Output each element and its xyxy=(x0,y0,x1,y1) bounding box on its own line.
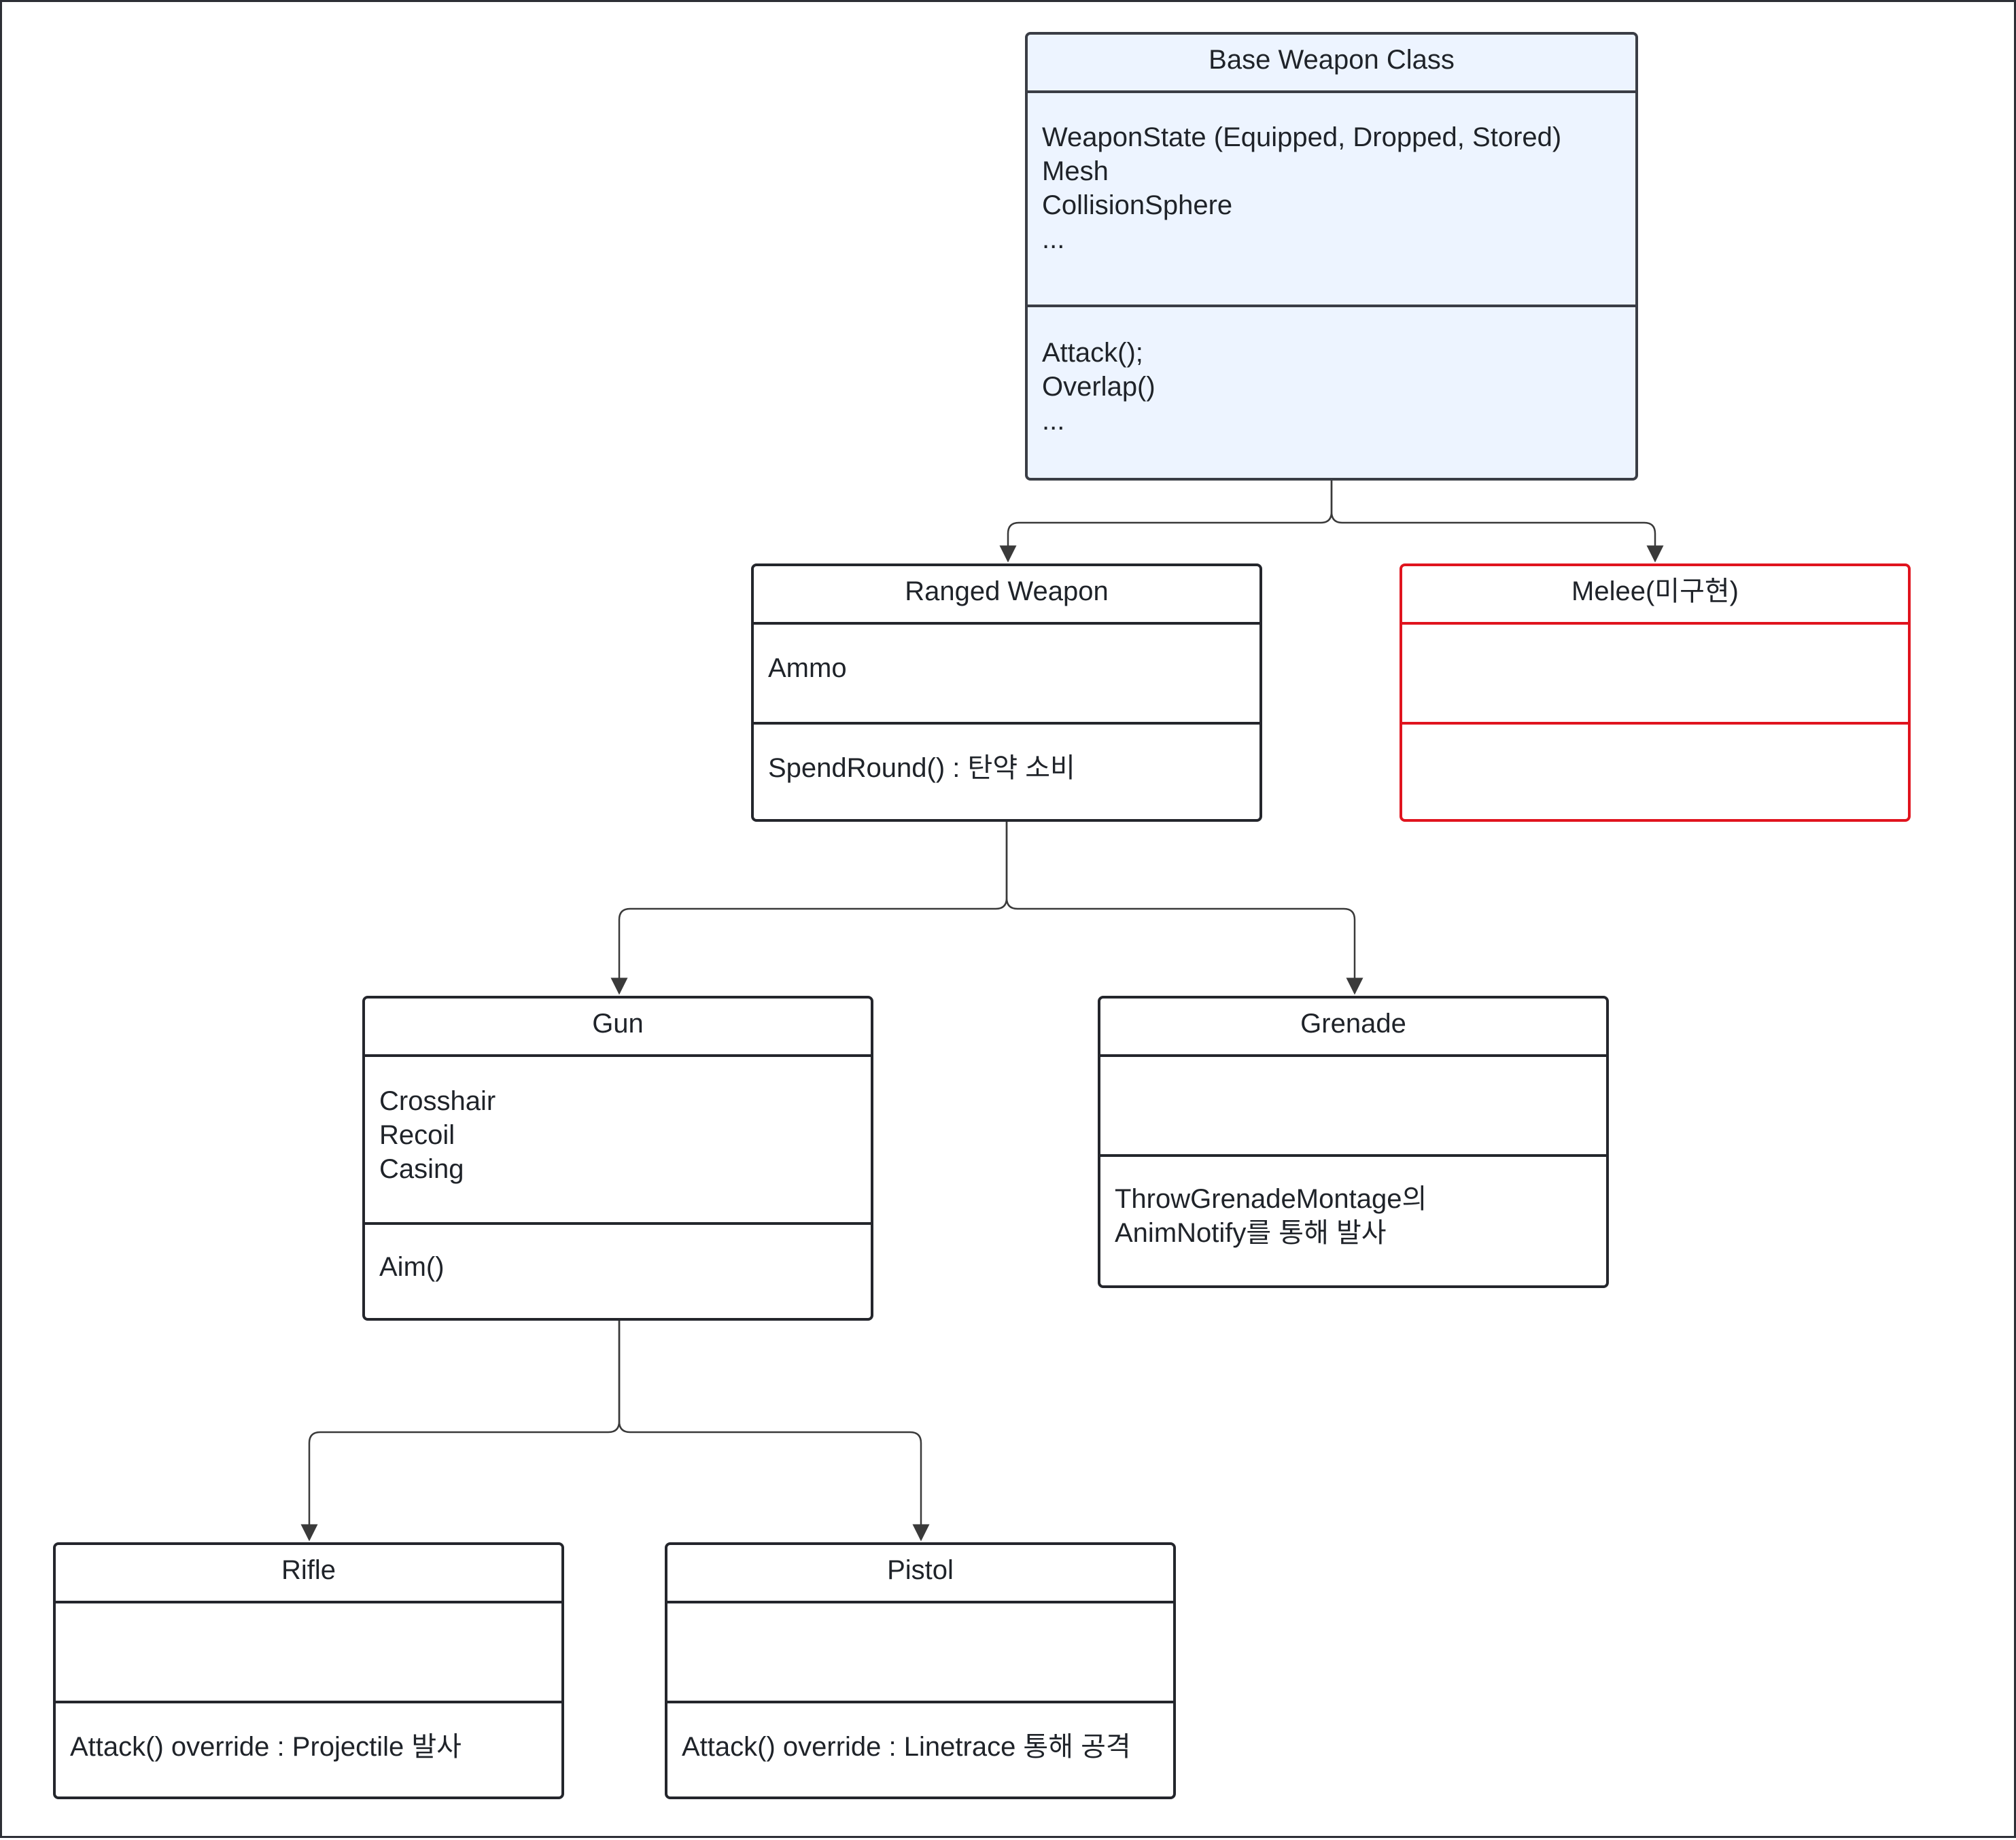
method: SpendRound() : 탄약 소비 xyxy=(768,753,1075,783)
class-name: Gun xyxy=(592,1009,644,1039)
attribute: CollisionSphere xyxy=(1042,190,1233,220)
connector-base-to-melee xyxy=(1330,479,1664,563)
attributes-section xyxy=(667,1601,1173,1701)
attributes-section xyxy=(56,1601,561,1701)
method: ... xyxy=(1042,406,1065,436)
methods-section xyxy=(1402,722,1908,819)
connector-ranged-to-gun xyxy=(610,822,1008,995)
methods-section: ThrowGrenadeMontage의 AnimNotify를 통해 발사 xyxy=(1100,1154,1606,1285)
method: Attack() override : Projectile 발사 xyxy=(70,1732,462,1762)
connector-ranged-to-grenade xyxy=(1005,822,1363,995)
method: AnimNotify를 통해 발사 xyxy=(1115,1218,1387,1248)
class-box-melee[interactable]: Melee(미구현) xyxy=(1400,563,1911,822)
class-box-gun[interactable]: Gun Crosshair Recoil Casing Aim() xyxy=(362,996,873,1321)
method: Overlap() xyxy=(1042,372,1155,402)
class-header: Base Weapon Class xyxy=(1028,35,1635,90)
attribute: Casing xyxy=(379,1154,464,1184)
method: Aim() xyxy=(379,1252,445,1282)
class-header: Grenade xyxy=(1100,999,1606,1054)
attribute: Crosshair xyxy=(379,1086,496,1116)
class-header: Melee(미구현) xyxy=(1402,566,1908,622)
method: Attack(); xyxy=(1042,338,1143,368)
class-name: Pistol xyxy=(887,1555,954,1585)
attributes-section: Crosshair Recoil Casing xyxy=(365,1054,871,1222)
connector-gun-to-pistol xyxy=(618,1321,930,1542)
attribute: Recoil xyxy=(379,1120,455,1150)
methods-section: Attack() override : Projectile 발사 xyxy=(56,1701,561,1796)
attributes-section xyxy=(1402,622,1908,722)
class-name: Base Weapon Class xyxy=(1209,45,1455,75)
attributes-section: WeaponState (Equipped, Dropped, Stored) … xyxy=(1028,90,1635,305)
class-name: Rifle xyxy=(281,1555,336,1585)
methods-section: Attack() override : Linetrace 통해 공격 xyxy=(667,1701,1173,1796)
class-name: Melee(미구현) xyxy=(1571,576,1739,606)
class-box-base-weapon[interactable]: Base Weapon Class WeaponState (Equipped,… xyxy=(1025,32,1638,481)
class-name: Ranged Weapon xyxy=(905,576,1109,606)
methods-section: SpendRound() : 탄약 소비 xyxy=(754,722,1259,819)
attributes-section: Ammo xyxy=(754,622,1259,722)
class-name: Grenade xyxy=(1300,1009,1406,1039)
attribute: WeaponState (Equipped, Dropped, Stored) xyxy=(1042,122,1562,152)
method: Attack() override : Linetrace 통해 공격 xyxy=(682,1732,1131,1762)
class-header: Gun xyxy=(365,999,871,1054)
class-box-ranged-weapon[interactable]: Ranged Weapon Ammo SpendRound() : 탄약 소비 xyxy=(751,563,1262,822)
methods-section: Aim() xyxy=(365,1222,871,1318)
class-box-rifle[interactable]: Rifle Attack() override : Projectile 발사 xyxy=(53,1542,564,1799)
connector-gun-to-rifle xyxy=(300,1321,621,1542)
class-header: Ranged Weapon xyxy=(754,566,1259,622)
attributes-section xyxy=(1100,1054,1606,1154)
attribute: Mesh xyxy=(1042,156,1109,186)
class-header: Pistol xyxy=(667,1545,1173,1601)
attribute: ... xyxy=(1042,224,1065,254)
connector-base-to-ranged xyxy=(999,479,1333,563)
attribute: Ammo xyxy=(768,653,847,683)
class-header: Rifle xyxy=(56,1545,561,1601)
method: ThrowGrenadeMontage의 xyxy=(1115,1184,1427,1214)
methods-section: Attack(); Overlap() ... xyxy=(1028,305,1635,478)
class-box-grenade[interactable]: Grenade ThrowGrenadeMontage의 AnimNotify를… xyxy=(1098,996,1609,1288)
class-box-pistol[interactable]: Pistol Attack() override : Linetrace 통해 … xyxy=(665,1542,1176,1799)
